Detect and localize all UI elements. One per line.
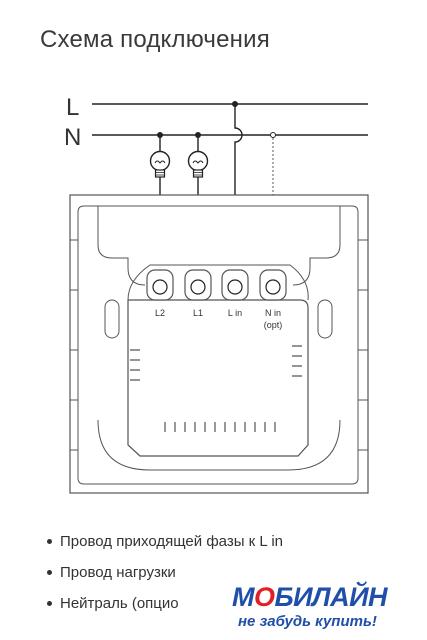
terminal-l1	[184, 269, 212, 301]
terminal-label-n-in: N in	[265, 308, 281, 318]
watermark-slogan: не забудь купить!	[238, 613, 377, 630]
watermark: МОБИЛАЙН не забудь купить!	[228, 580, 427, 640]
list-item: Провод нагрузки	[47, 565, 283, 580]
watermark-logo: МОБИЛАЙН	[232, 582, 388, 612]
l-in-wire	[234, 104, 243, 287]
bullet-list: Провод приходящей фазы к L in Провод наг…	[47, 534, 283, 627]
terminal-label-l1: L1	[193, 308, 203, 318]
terminal-label-n-in-opt: (opt)	[264, 320, 283, 330]
list-item: Нейтраль (опцио	[47, 596, 283, 611]
terminal-label-l-in: L in	[228, 308, 242, 318]
wiring-diagram: L N	[64, 94, 369, 494]
bullet-icon	[47, 539, 52, 544]
list-item: Провод приходящей фазы к L in	[47, 534, 283, 549]
lamp-icon	[149, 150, 171, 178]
lamp-icon	[187, 150, 209, 178]
terminal-l2	[146, 269, 174, 301]
neutral-line-label: N	[64, 124, 81, 151]
terminal-n-in	[259, 269, 287, 301]
terminal-l-in	[221, 269, 249, 301]
bullet-icon	[47, 601, 52, 606]
page-title: Схема подключения	[40, 26, 270, 53]
terminal-label-l2: L2	[155, 308, 165, 318]
optional-junction-dot	[270, 132, 276, 138]
phase-line-label: L	[66, 94, 79, 121]
bullet-icon	[47, 570, 52, 575]
switch-device	[69, 194, 369, 494]
